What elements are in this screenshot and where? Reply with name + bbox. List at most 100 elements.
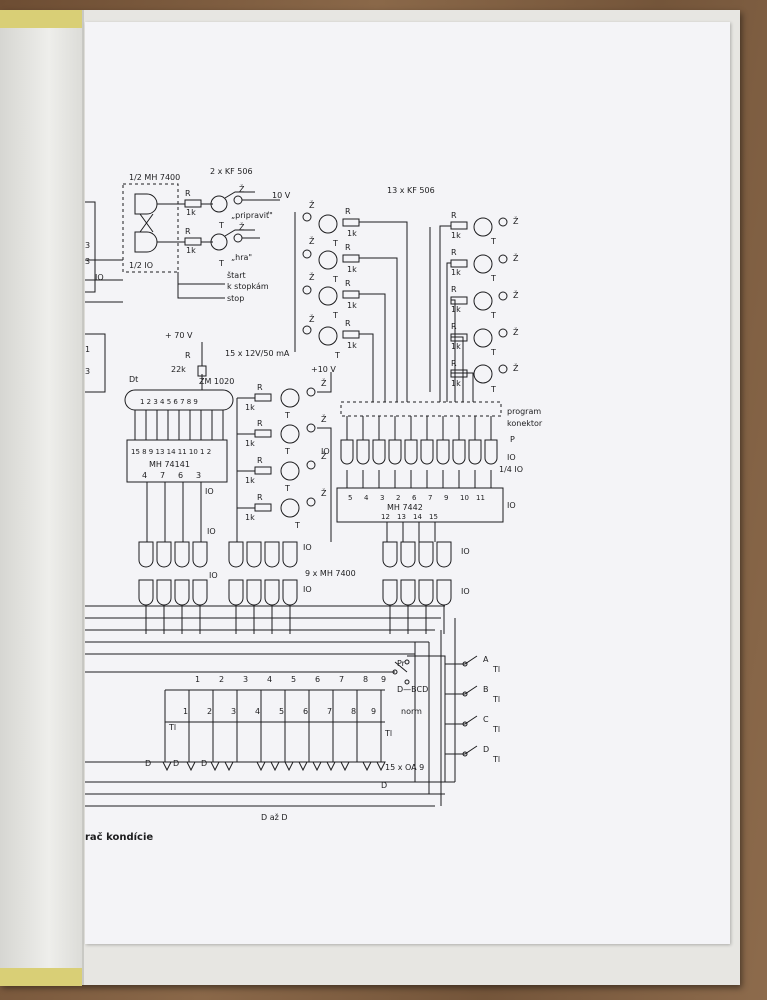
label-mh7442: MH 7442: [387, 503, 423, 512]
label-dec-out-1: 7: [160, 471, 165, 480]
io27-box: [85, 201, 96, 293]
io24-gates: [340, 439, 498, 465]
label-r24-val: 1k: [245, 513, 255, 522]
label-io25: IO: [507, 453, 516, 462]
label-t5: T: [284, 411, 290, 420]
label-d2: D: [173, 759, 179, 768]
label-z7: Ž: [309, 199, 315, 210]
label-zm1020: ZM 1020: [199, 377, 234, 386]
label-norm: norm: [401, 707, 422, 716]
key-columns: [164, 690, 382, 762]
label-r23: R: [257, 456, 263, 465]
label-io10: IO: [461, 587, 470, 596]
label-start: štart: [227, 270, 246, 280]
label-7442-out-1: 13: [397, 513, 406, 521]
label-key-top-4: 4: [267, 675, 272, 684]
key-rows: [165, 689, 385, 723]
label-sw-b: B: [483, 685, 489, 694]
label-tl22: Tl: [492, 695, 500, 704]
label-r20: R: [185, 227, 191, 236]
label-r29: R: [451, 211, 457, 220]
label-key-top-8: 8: [363, 675, 368, 684]
label-key-bot-8: 8: [351, 707, 356, 716]
label-r32-val: 1k: [451, 342, 461, 351]
label-r31: R: [451, 285, 457, 294]
label-key-top-1: 1: [195, 675, 200, 684]
label-t16: T: [490, 348, 496, 357]
label-key-bot-1: 1: [183, 707, 188, 716]
diode-row: [162, 761, 386, 772]
label-t13: T: [490, 237, 496, 246]
label-key-bot-3: 3: [231, 707, 236, 716]
label-d3: D: [201, 759, 207, 768]
r20: [184, 237, 202, 246]
label-konektor: konektor: [507, 419, 543, 428]
label-r30-val: 1k: [451, 268, 461, 277]
label-hra: „hra": [231, 253, 252, 262]
label-r23-val: 1k: [245, 476, 255, 485]
ff-gate-2: [134, 231, 158, 253]
mh7442-box: [336, 487, 504, 523]
label-15xoa9: 15 x OA 9: [385, 763, 424, 772]
label-key-bot-4: 4: [255, 707, 260, 716]
label-z3: Ž: [321, 377, 327, 388]
bus-lower: [85, 642, 455, 807]
label-decoder-pins: 15 8 9 13 14 11 10 1 2: [131, 448, 211, 456]
label-io-1: 1: [85, 345, 90, 354]
label-t12: T: [334, 351, 340, 360]
label-z11: Ž: [513, 215, 519, 226]
right-switches: [445, 655, 478, 757]
label-io-3d: 3: [85, 367, 90, 376]
label-t3: T: [218, 221, 224, 230]
label-dbcd: D—BCD: [397, 685, 428, 694]
label-r19-val: 1k: [186, 208, 196, 217]
label-r34-val: 22k: [171, 365, 186, 374]
label-key-bot-7: 7: [327, 707, 332, 716]
label-7442-in-4: 6: [412, 494, 417, 502]
label-r21: R: [257, 383, 263, 392]
label-io14: IO: [507, 501, 516, 510]
label-7442-in-5: 7: [428, 494, 432, 502]
labels: 3 3 IO 1 3 1/2 MH 7400 1/2 IO 2 x KF 506…: [85, 167, 543, 843]
label-r28-val: 1k: [347, 341, 357, 350]
label-z8: Ž: [309, 235, 315, 246]
bus-upper: [85, 605, 445, 643]
label-r26-val: 1k: [347, 265, 357, 274]
label-r22-val: 1k: [245, 439, 255, 448]
label-7442-in-7: 10: [460, 494, 469, 502]
circuit-schematic: 3 3 IO 1 3 1/2 MH 7400 1/2 IO 2 x KF 506…: [85, 167, 543, 843]
r19: [184, 199, 202, 208]
label-7442-in-8: 11: [476, 494, 485, 502]
label-plus70v: + 70 V: [165, 331, 193, 340]
label-15x12v: 15 x 12V/50 mA: [225, 349, 290, 358]
label-z12: Ž: [513, 252, 519, 263]
label-t8: T: [294, 521, 300, 530]
label-r19: R: [185, 189, 191, 198]
label-r33-val: 1k: [451, 379, 461, 388]
label-key-bot-9: 9: [371, 707, 376, 716]
lower-gate-rows: [138, 541, 452, 606]
label-io13: IO: [207, 527, 216, 536]
label-key-bot-5: 5: [279, 707, 284, 716]
label-key-top-2: 2: [219, 675, 224, 684]
label-t6: T: [284, 447, 290, 456]
label-d1: D: [145, 759, 151, 768]
label-7442-out-2: 14: [413, 513, 422, 521]
label-r32: R: [451, 322, 457, 331]
label-z2: Ž: [239, 221, 245, 232]
spine-edge-top: [0, 10, 82, 28]
label-r29-val: 1k: [451, 231, 461, 240]
label-z15: Ž: [513, 362, 519, 373]
label-z6: Ž: [321, 487, 327, 498]
label-r22: R: [257, 419, 263, 428]
label-r27-val: 1k: [347, 301, 357, 310]
label-key-top-7: 7: [339, 675, 344, 684]
pr1-switch: [85, 655, 446, 782]
label-key-bot-6: 6: [303, 707, 308, 716]
label-plus10v: +10 V: [311, 365, 336, 374]
label-key-top-9: 9: [381, 675, 386, 684]
label-2xkf506: 2 x KF 506: [210, 167, 253, 176]
label-r24: R: [257, 493, 263, 502]
label-io15: IO: [205, 487, 214, 496]
label-r21-val: 1k: [245, 403, 255, 412]
